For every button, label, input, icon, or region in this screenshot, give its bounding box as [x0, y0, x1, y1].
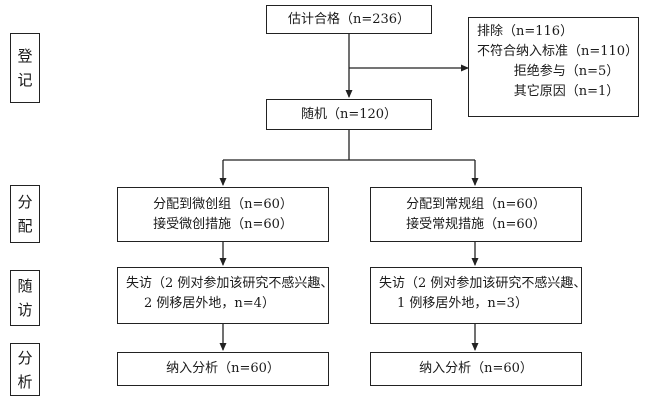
excluded-title: 排除（n=116） [477, 24, 574, 39]
excluded-item: 拒绝参与（n=5） [513, 64, 620, 79]
excluded-item: 不符合纳入标准（n=110） [477, 44, 639, 59]
lost-micro-line: 失访（2 例对参加该研究不感兴趣、 [126, 276, 334, 291]
alloc-conventional-box: 分配到常规组（n=60） 接受常规措施（n=60） [370, 187, 582, 242]
excluded-box: 排除（n=116） 不符合纳入标准（n=110） 拒绝参与（n=5） 其它原因（… [468, 17, 639, 117]
alloc-micro-line: 接受微创措施（n=60） [153, 216, 293, 232]
randomized-text: 随机（n=120） [300, 106, 398, 122]
randomized-box: 随机（n=120） [266, 99, 432, 130]
lost-conventional-box: 失访（2 例对参加该研究不感兴趣、 1 例移居外地，n=3） [370, 267, 587, 324]
stage-char: 记 [17, 71, 33, 89]
excluded-item: 其它原因（n=1） [513, 84, 620, 99]
lost-micro-line: 2 例移居外地，n=4） [144, 296, 275, 311]
stage-char: 分 [17, 193, 33, 211]
eligible-text: 估计合格（n=236） [287, 11, 411, 27]
stage-label-analysis: 分 析 [10, 343, 40, 396]
stage-char: 配 [17, 217, 33, 235]
analyzed-micro-text: 纳入分析（n=60） [166, 361, 280, 376]
alloc-conventional-line: 接受常规措施（n=60） [406, 216, 546, 232]
stage-char: 随 [17, 277, 33, 295]
stage-label-follow-up: 随 访 [10, 270, 40, 326]
stage-char: 分 [17, 348, 33, 367]
eligible-box: 估计合格（n=236） [266, 5, 432, 34]
stage-label-registration: 登 记 [10, 33, 40, 103]
stage-char: 析 [17, 372, 33, 391]
lost-micro-box: 失访（2 例对参加该研究不感兴趣、 2 例移居外地，n=4） [117, 267, 334, 324]
analyzed-conventional-box: 纳入分析（n=60） [370, 352, 582, 386]
stage-label-allocation: 分 配 [10, 185, 40, 243]
stage-char: 登 [17, 47, 33, 65]
alloc-conventional-line: 分配到常规组（n=60） [406, 196, 546, 212]
lost-conventional-line: 失访（2 例对参加该研究不感兴趣、 [379, 276, 587, 291]
stage-char: 访 [17, 301, 33, 319]
alloc-micro-box: 分配到微创组（n=60） 接受微创措施（n=60） [117, 187, 329, 242]
alloc-micro-line: 分配到微创组（n=60） [153, 196, 293, 212]
analyzed-conventional-text: 纳入分析（n=60） [419, 361, 533, 376]
analyzed-micro-box: 纳入分析（n=60） [117, 352, 329, 386]
lost-conventional-line: 1 例移居外地，n=3） [397, 296, 528, 311]
